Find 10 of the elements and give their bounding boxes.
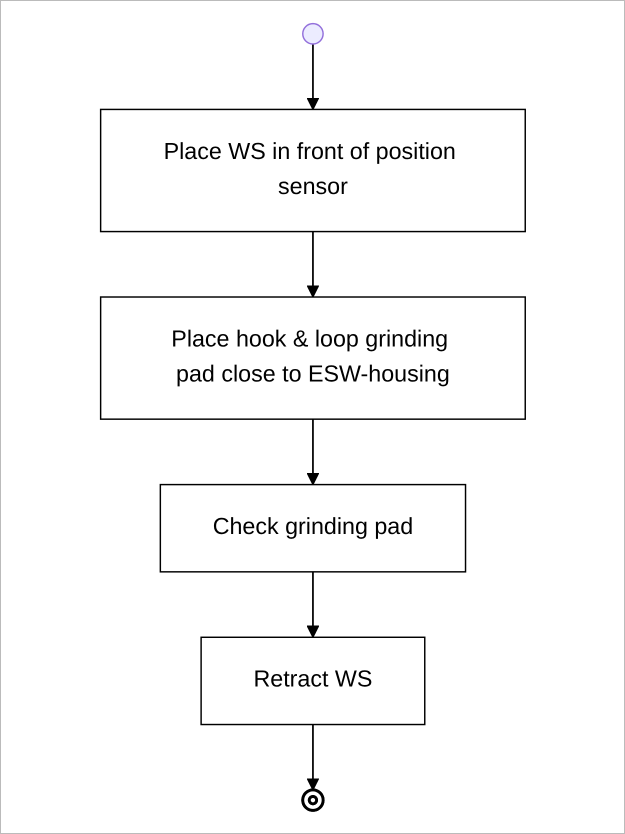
node-box: Place hook & loop grinding pad close to ESW-housing [99,296,526,420]
node-circle [302,22,324,45]
arrow [306,572,319,638]
node-box: Place WS in front of position sensor [99,108,526,232]
arrow [306,724,319,791]
arrow [306,44,319,110]
arrow [306,419,319,486]
arrow [306,232,319,298]
node-box: Retract WS [200,636,426,726]
node-box: Check grinding pad [159,484,466,573]
